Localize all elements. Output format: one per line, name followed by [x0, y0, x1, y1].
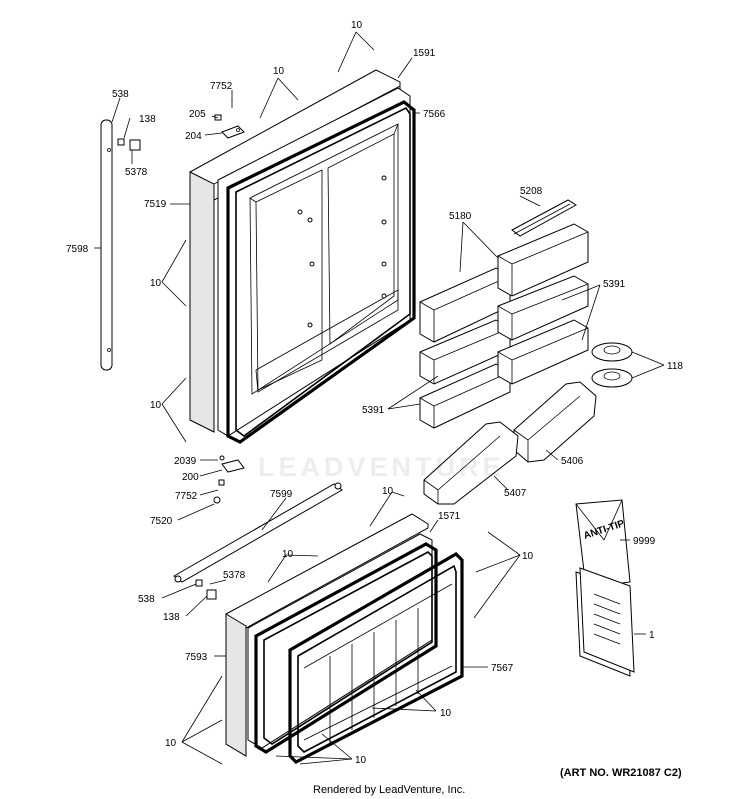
callout-1591: 1591 — [413, 48, 436, 59]
leader-lines — [94, 31, 665, 765]
callout-10: 10 — [282, 549, 294, 560]
callout-10: 10 — [165, 738, 177, 749]
middle-hinge — [213, 455, 245, 504]
callout-5391: 5391 — [603, 279, 626, 290]
callout-10: 10 — [351, 20, 363, 31]
callout-7599: 7599 — [270, 489, 293, 500]
egg-tray-118 — [591, 342, 633, 388]
upper-door-inner-panel — [249, 123, 399, 395]
owners-manual — [575, 567, 635, 677]
callout-labels: 10 1591 10 7752 538 205 138 7566 204 537… — [66, 20, 683, 766]
callout-5180: 5180 — [449, 211, 472, 222]
callout-204: 204 — [185, 131, 202, 142]
callout-7567: 7567 — [491, 663, 514, 674]
callout-9999: 9999 — [633, 536, 656, 547]
callout-7752: 7752 — [175, 491, 198, 502]
top-hinge — [214, 98, 245, 139]
callout-5391: 5391 — [362, 405, 385, 416]
callout-538: 538 — [138, 594, 155, 605]
callout-10: 10 — [382, 486, 394, 497]
door-bin-5208-strip — [511, 199, 577, 237]
callout-5407: 5407 — [504, 488, 527, 499]
anti-tip-card: ANTI-TIP — [575, 499, 631, 589]
lower-handle — [173, 482, 343, 600]
callout-10: 10 — [273, 66, 285, 77]
watermark: LEADVENTURE — [258, 452, 505, 482]
door-bin-5406 — [513, 381, 597, 463]
callout-10: 10 — [150, 400, 162, 411]
footer-credit: Rendered by LeadVenture, Inc. — [313, 784, 466, 796]
callout-7598: 7598 — [66, 244, 89, 255]
door-bin-5407 — [423, 421, 519, 505]
callout-5406: 5406 — [561, 456, 584, 467]
callout-10: 10 — [522, 551, 534, 562]
callout-1: 1 — [649, 630, 655, 641]
callout-7593: 7593 — [185, 652, 208, 663]
callout-7520: 7520 — [150, 516, 173, 527]
door-bin-5391-row1-right — [497, 275, 589, 341]
callout-138: 138 — [139, 114, 156, 125]
callout-2039: 2039 — [174, 456, 197, 467]
callout-538: 538 — [112, 89, 129, 100]
callout-1571: 1571 — [438, 511, 461, 522]
freezer-inner-gasket-7567 — [288, 551, 464, 764]
upper-door-gasket — [226, 100, 416, 444]
freezer-gasket — [254, 542, 438, 754]
callout-5208: 5208 — [520, 186, 543, 197]
callout-5378: 5378 — [125, 167, 148, 178]
callout-10: 10 — [150, 278, 162, 289]
callout-138: 138 — [163, 612, 180, 623]
door-bin-5391-row2-left — [419, 363, 511, 429]
art-number: (ART NO. WR21087 C2) — [560, 767, 682, 779]
upper-handle — [100, 119, 141, 371]
door-bin-5391-row2-right — [497, 319, 589, 385]
callout-7752: 7752 — [210, 81, 233, 92]
callout-10: 10 — [440, 708, 452, 719]
callout-7566: 7566 — [423, 109, 446, 120]
door-bin-5180-right — [497, 223, 589, 297]
callout-200: 200 — [182, 472, 199, 483]
callout-7519: 7519 — [144, 199, 167, 210]
freezer-inner-ribs — [303, 583, 453, 744]
freezer-outer-panel — [225, 513, 429, 757]
callout-5378: 5378 — [223, 570, 246, 581]
callout-118: 118 — [667, 361, 683, 372]
callout-10: 10 — [355, 755, 367, 766]
callout-205: 205 — [189, 109, 206, 120]
